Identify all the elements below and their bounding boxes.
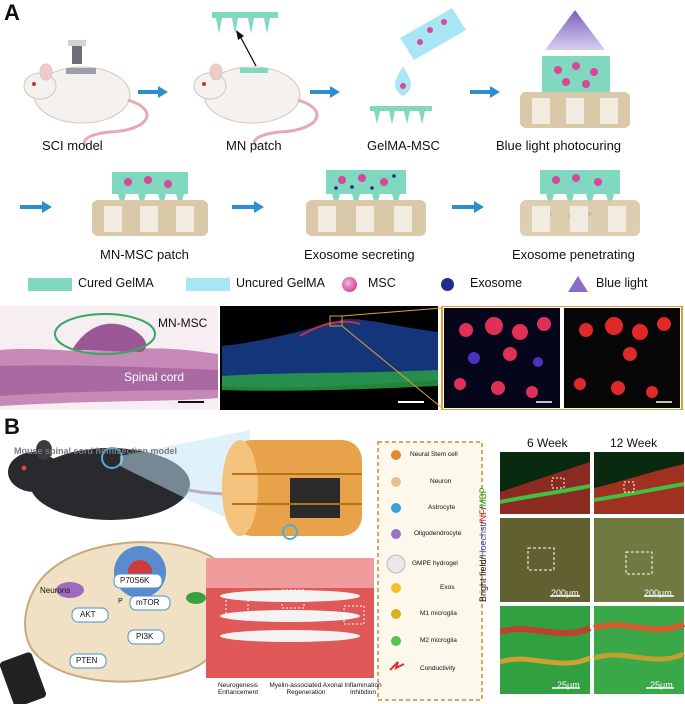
panel-a-row2-illustrations [0,160,685,240]
label-axonal-regeneration: Myelin-associated Axonal Regeneration [268,682,344,696]
side-label-bright-field: Bright field/ [478,557,488,602]
arrow-icon [232,201,264,213]
legend-gmpe-hydrogel: GMPE hydrogel [412,560,458,567]
step-label-mn-patch: MN patch [226,138,282,153]
legend-exos: Exos [440,584,454,591]
pathway-mtor: mTOR [136,598,159,607]
rat-sci-model [24,40,147,146]
micro-row1-12w [594,452,684,514]
legend-conductivity: Conductivity [420,665,455,672]
panel-a-row1-illustrations [0,0,685,160]
pathway-pten: PTEN [76,656,97,665]
microscopy-grid [500,452,685,704]
legend-uncured-gelma: Uncured GelMA [236,276,325,290]
model-title: Mouse spinal cord hemisection model [14,446,177,456]
step-label-gelma-msc: GelMA-MSC [367,138,440,153]
phospho-mark: P [118,598,123,605]
micro-row1-6w [500,452,590,514]
pathway-p70s6k: P70S6K [120,576,149,585]
legend-blue-light: Blue light [596,276,647,290]
col-6-week: 6 Week [527,436,567,450]
pathway-pi3k: PI3K [136,632,153,641]
blue-light-photocuring-icon [520,10,630,128]
arrow-icon [20,201,52,213]
legend-exosome: Exosome [470,276,522,290]
arrow-icon [470,86,500,98]
side-label-sep1: / [478,521,488,524]
rat-mn-patch [194,64,317,146]
blue-light-icon [568,276,588,292]
legend-cured-gelma: Cured GelMA [78,276,154,290]
neurons-label: Neurons [40,586,70,595]
arrow-icon [452,201,484,213]
legend-astrocyte: Astrocyte [428,504,455,511]
scale-200-6w: 200μm [551,588,579,598]
panel-a-legend: Cured GelMA Uncured GelMA MSC Exosome Bl… [28,275,678,295]
legend-neuron: Neuron [430,478,451,485]
scale-200-12w: 200μm [644,588,672,598]
side-label-mbp: MBP [478,487,488,507]
exosome-icon [441,278,454,291]
side-label-hoechst: Hoechst [478,524,488,557]
step-label-exosome-penetrating: Exosome penetrating [512,247,635,262]
arrow-icon [310,86,340,98]
step-label-sci-model: SCI model [42,138,103,153]
label-spinal-cord: Spinal cord [124,370,184,384]
label-neurogenesis: Neurogenesis Enhancement [208,682,268,696]
step-label-exosome-secreting: Exosome secreting [304,247,415,262]
col-12-week: 12 Week [610,436,657,450]
zoom-red-channel-image [564,308,680,408]
uncured-gelma-swatch [186,278,230,291]
mn-msc-patch-icon [92,172,208,236]
tissue-region-image [206,558,374,678]
legend-m1-microglia: M1 microglia [420,610,457,617]
scaffold-cylinder-icon [222,440,362,539]
step-label-blue-light-photocuring: Blue light photocuring [496,138,621,153]
legend-msc: MSC [368,276,396,290]
legend-neural-stem-cell: Neural Stem cell [410,451,458,458]
cell-signaling-icon [25,542,233,682]
label-mn-msc: MN-MSC [158,316,207,330]
exosome-secreting-icon [306,170,426,236]
gelma-msc-icon [370,8,466,124]
step-label-mn-msc-patch: MN-MSC patch [100,247,189,262]
legend-oligodendrocyte: Oligodendrocyte [414,530,461,537]
side-label-nf: NF [478,509,488,521]
cured-gelma-swatch [28,278,72,291]
side-label-sep2: / [478,507,488,510]
histology-strip [0,306,685,410]
pathway-akt: AKT [80,610,96,619]
msc-icon [342,277,357,292]
label-inflammation: Inflammation Inhibition [338,682,388,696]
arrow-icon [138,86,168,98]
legend-m2-microglia: M2 microglia [420,637,457,644]
scale-25-12w: 25μm [650,680,673,690]
mn-patch-icon [212,12,278,66]
micro-side-label: Bright field/Hoechst/NF/MBP [478,602,498,622]
exosome-penetrating-icon [520,170,640,236]
scale-25-6w: 25μm [557,680,580,690]
fluorescence-overview-image [220,306,438,410]
